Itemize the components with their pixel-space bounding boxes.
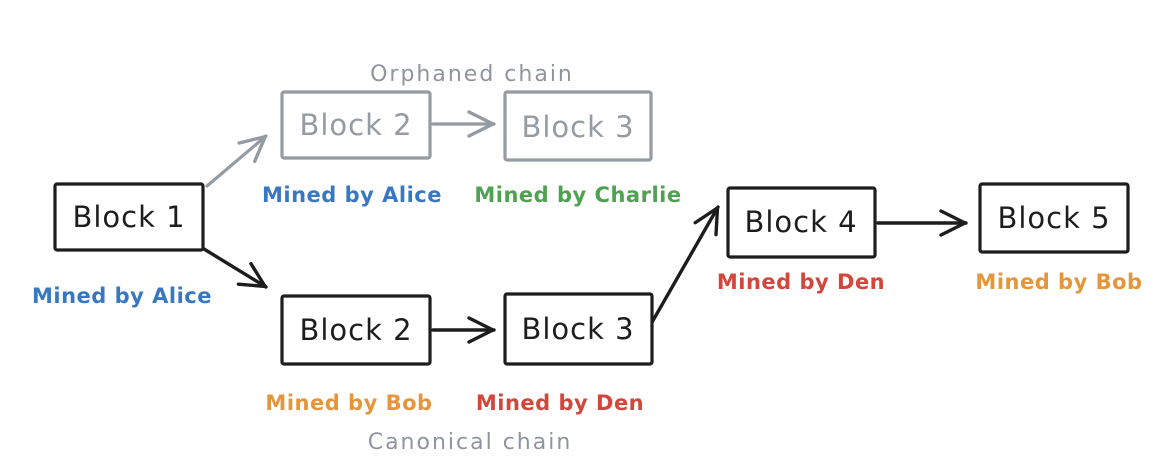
canonical-block-2-box — [280, 294, 432, 366]
orphaned-block-3-label: Block 3 — [521, 110, 634, 144]
orphaned-block-3-box — [503, 90, 653, 162]
canonical-block-2-label: Block 2 — [299, 313, 412, 347]
block-1-box — [53, 182, 205, 252]
block-5-group: Block 5 Mined by Bob — [975, 182, 1142, 294]
block-4-box — [726, 186, 877, 259]
orphaned-block-2-box — [280, 90, 432, 160]
canonical-block-3-miner-label: Mined by Den — [476, 391, 644, 415]
canonical-chain-label: Canonical chain — [368, 430, 573, 455]
edge-block1-to-canonical-block2 — [202, 247, 268, 289]
block-5-box — [978, 182, 1130, 254]
orphaned-block-2-miner-label: Mined by Alice — [262, 183, 442, 207]
orphaned-block-3-miner-label: Mined by Charlie — [474, 183, 681, 207]
edge-canonical-block3-to-block4 — [649, 205, 720, 326]
canonical-block-3-box — [503, 292, 654, 366]
block-5-label: Block 5 — [997, 201, 1110, 235]
orphaned-block-3-group: Block 3 Mined by Charlie — [474, 90, 681, 207]
canonical-block-3-group: Block 3 Mined by Den — [476, 292, 654, 415]
block-4-group: Block 4 Mined by Den — [717, 186, 885, 294]
block-1-label: Block 1 — [72, 200, 185, 234]
block-4-miner-label: Mined by Den — [717, 270, 885, 294]
canonical-block-3-label: Block 3 — [521, 312, 634, 346]
edge-block1-to-orphaned-block2 — [205, 134, 268, 188]
orphaned-chain-label: Orphaned chain — [370, 62, 574, 87]
canonical-block-2-group: Block 2 Mined by Bob — [265, 294, 432, 415]
block-4-label: Block 4 — [744, 205, 857, 239]
block-5-miner-label: Mined by Bob — [975, 270, 1142, 294]
block-1-miner-label: Mined by Alice — [32, 284, 212, 308]
orphaned-block-2-group: Block 2 Mined by Alice — [262, 90, 442, 207]
orphaned-block-2-label: Block 2 — [299, 108, 412, 142]
canonical-block-2-miner-label: Mined by Bob — [265, 391, 432, 415]
block-1-group: Block 1 Mined by Alice — [32, 182, 212, 308]
